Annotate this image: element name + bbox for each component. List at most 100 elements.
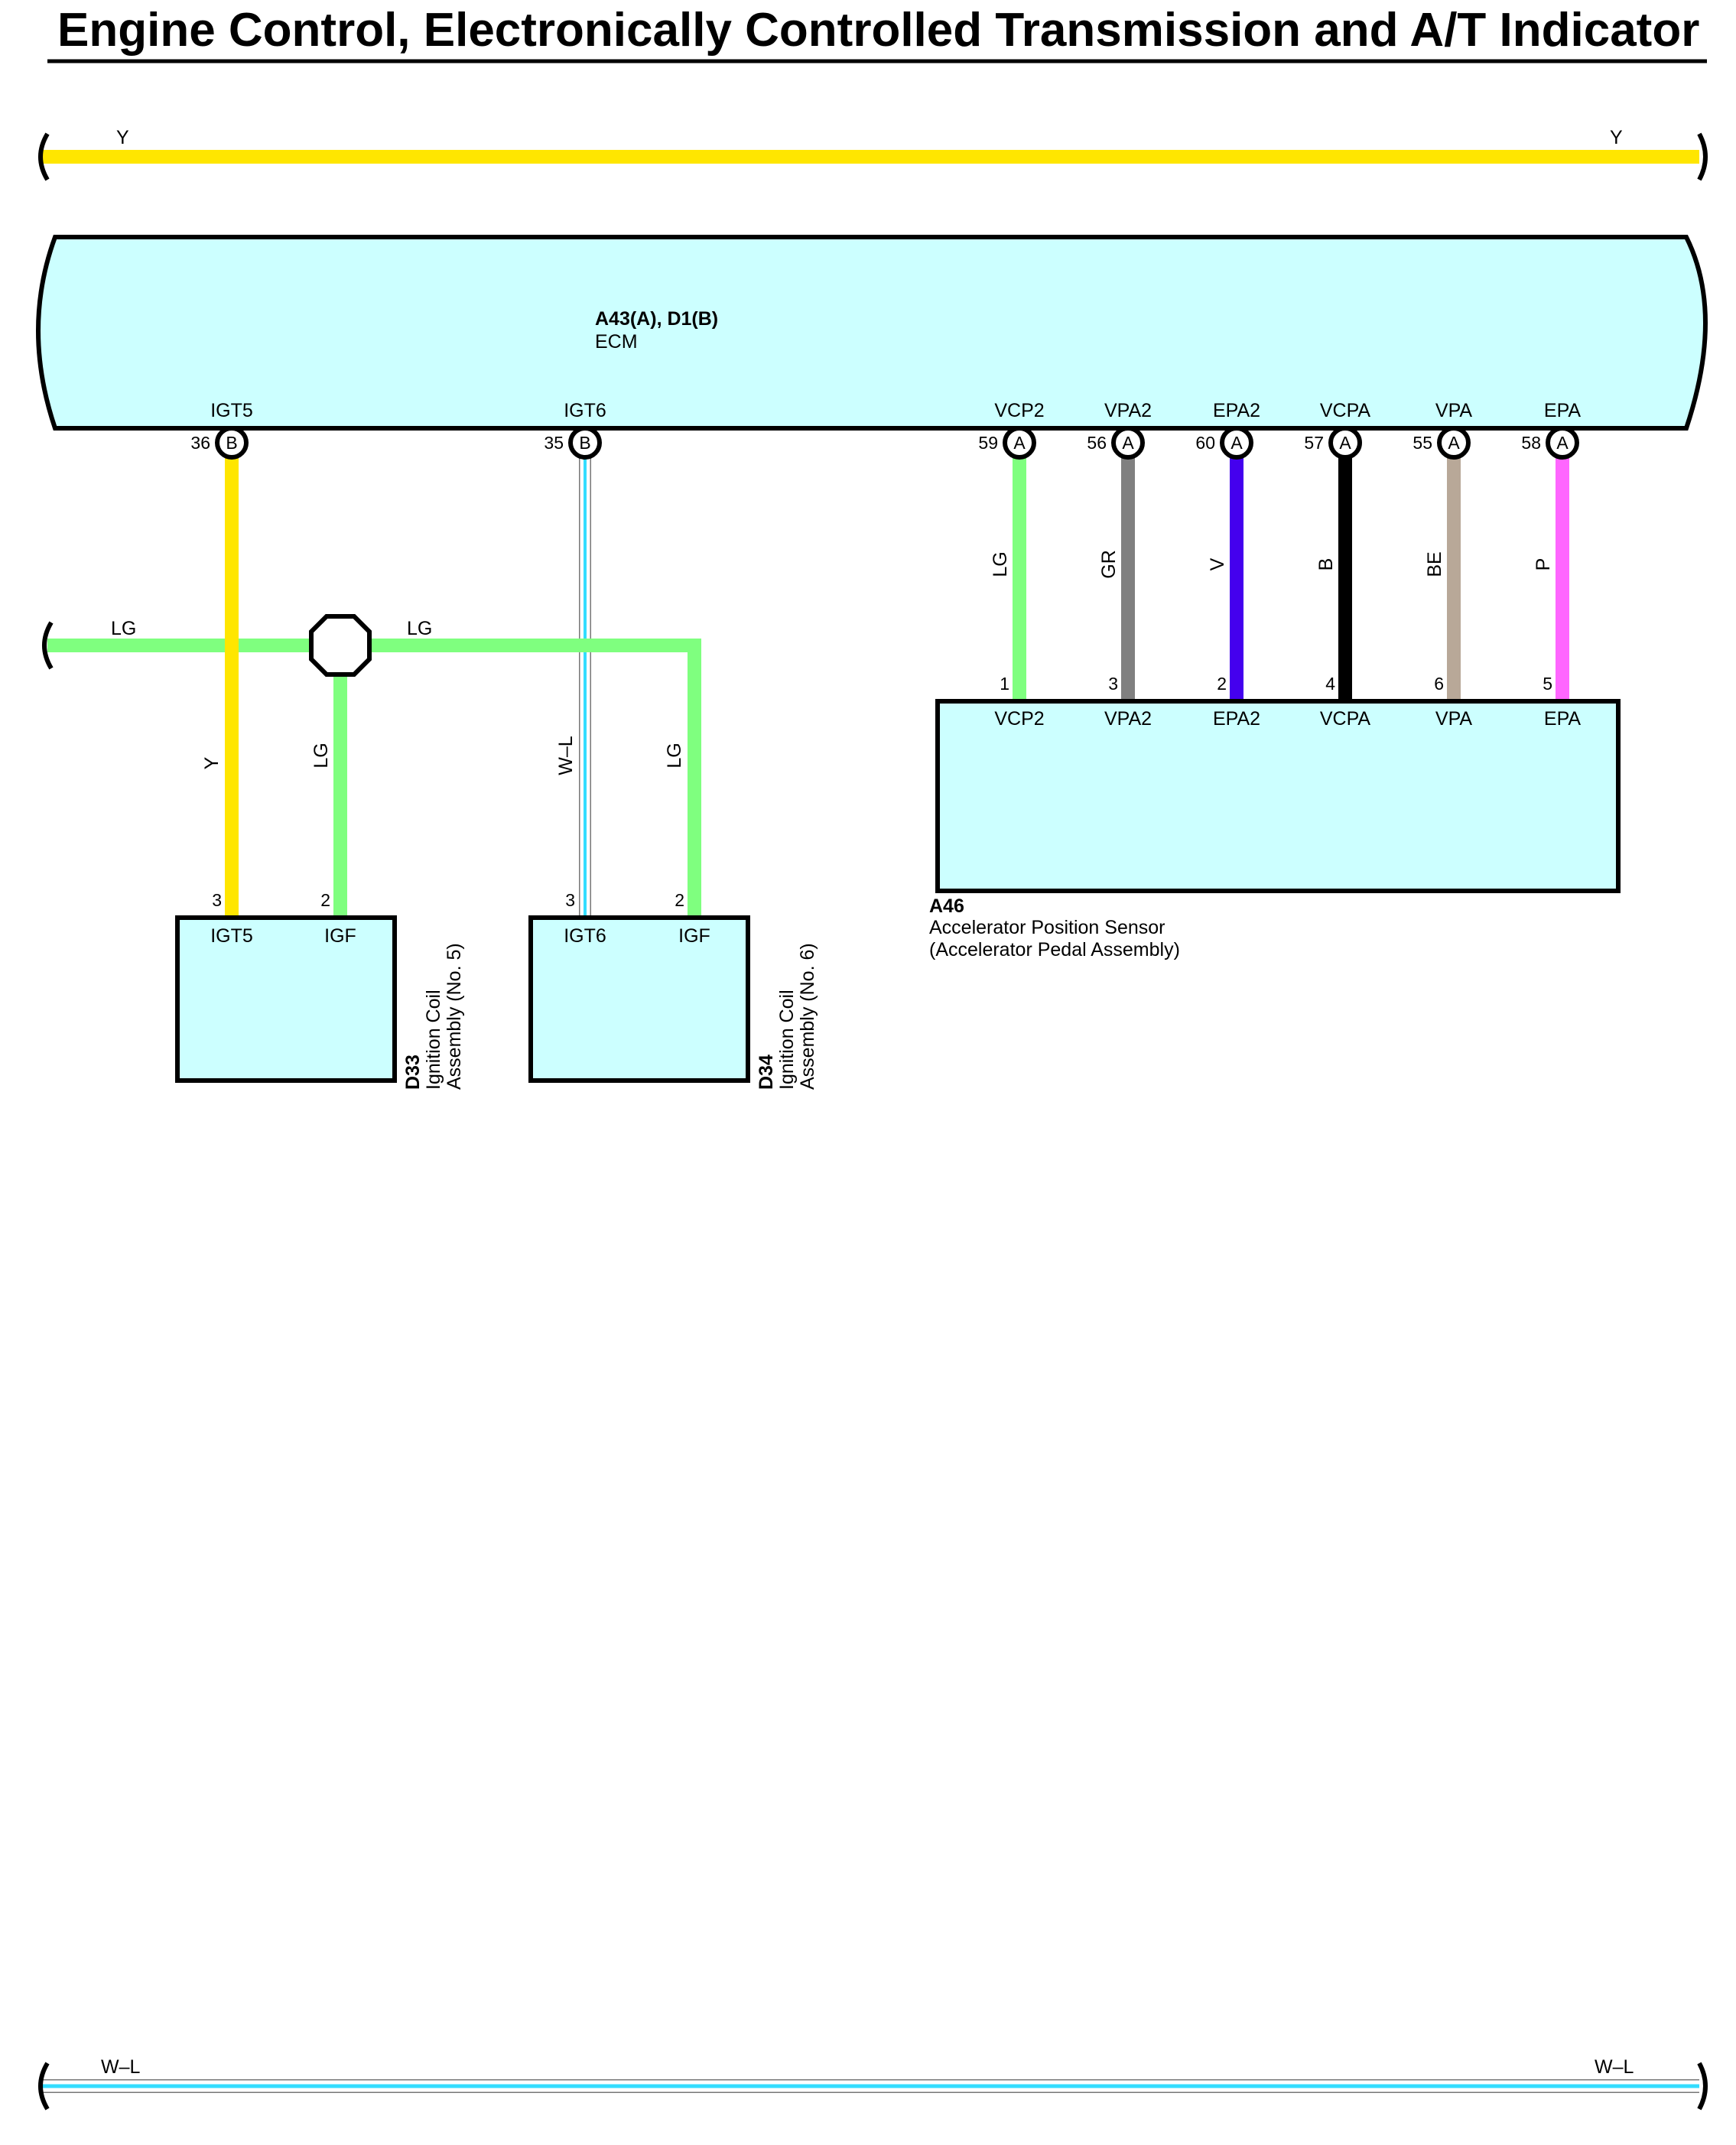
ecm-pin-label: IGT6 [564,400,606,421]
ecm-terminal: B 36 [190,426,249,460]
terminal-circle [568,426,602,460]
lg-bus-break-left [42,621,54,670]
wire-label: V [1207,557,1228,570]
ecm-terminal: A 56 [1087,426,1145,460]
bottom-wire-break-right [1697,2062,1708,2111]
wire-label: BE [1424,551,1445,577]
terminal-number: 35 [544,433,564,453]
wire-label: LG [990,551,1011,577]
d34-pin-number: 2 [675,890,684,910]
wire-label: W–L [555,736,577,775]
wire-label: P [1533,558,1554,571]
terminal-connector: A [1339,433,1351,453]
ecm-name: ECM [595,331,638,353]
top-wire-label-right: Y [1610,127,1623,148]
a46-name-line2: (Accelerator Pedal Assembly) [929,939,1180,960]
ecm-code: A43(A), D1(B) [595,308,718,330]
terminal-connector: A [1556,433,1569,453]
ecm-terminal: A 57 [1304,426,1362,460]
d33-box [175,915,397,1083]
d33-pin-label: IGF [324,925,356,947]
splice-point [309,614,372,677]
d34-box [528,915,750,1083]
ecm-pin-label: EPA2 [1213,400,1260,421]
d34-pin-label: IGF [678,925,710,947]
top-y-wire: Y Y [38,127,1708,181]
ecm-pin-label: IGT5 [210,400,253,421]
d34-pin-label: IGT6 [564,925,606,947]
wire-label: LG [664,743,685,768]
bottom-wire-label-left: W–L [101,2056,141,2078]
ecm-pin-terminals: B 36 B 35 A 59 A 56 A 60 A 57 [190,426,1579,460]
wire-label: LG [310,743,332,768]
d33-ignition-coil: 3 2 IGT5 IGF D33 Ignition Coil Assembly … [175,890,465,1090]
terminal-circle [1437,426,1471,460]
d34-name-line2: Assembly (No. 6) [797,943,818,1090]
ecm-terminal: A 55 [1413,426,1471,460]
terminal-connector: A [1448,433,1460,453]
terminal-circle [1546,426,1579,460]
bottom-wl-wire: W–L W–L [38,2056,1708,2111]
wire-color-labels: Y LG W–L LG LG GR V B BE P [201,550,1554,775]
d34-pin-number: 3 [565,890,575,910]
ecm-pin-labels: IGT5 IGT6 VCP2 VPA2 EPA2 VCPA VPA EPA [210,400,1581,421]
ecm-terminal: B 35 [544,426,602,460]
top-wire-break-left [38,132,50,181]
terminal-connector: A [1230,433,1243,453]
lg-bus-label-left: LG [111,618,136,639]
d34-ignition-coil: 3 2 IGT6 IGF D34 Ignition Coil Assembly … [528,890,818,1090]
d33-pin-number: 3 [212,890,222,910]
top-wire-label-left: Y [116,127,129,148]
wire-label: B [1315,558,1337,571]
top-wire-break-right [1697,132,1708,181]
terminal-number: 57 [1304,433,1324,453]
a46-sensor: 1 3 2 4 6 5 VCP2 VPA2 EPA2 VCPA VPA EPA … [929,674,1621,960]
terminal-connector: B [579,433,590,453]
terminal-circle [1220,426,1253,460]
terminal-connector: B [226,433,237,453]
wire-label: GR [1098,550,1120,579]
page-title: Engine Control, Electronically Controlle… [57,4,1699,57]
terminal-circle [215,426,249,460]
d34-name-line1: Ignition Coil [776,990,798,1090]
a46-pin-label: EPA [1544,708,1581,730]
ecm-block: A43(A), D1(B) ECM [36,235,1708,431]
ecm-terminal: A 58 [1521,426,1579,460]
a46-pin-label: EPA2 [1213,708,1260,730]
ecm-terminal: A 60 [1195,426,1253,460]
a46-pin-number: 5 [1543,674,1552,694]
d33-name-line1: Ignition Coil [423,990,444,1090]
wire-label: Y [201,756,223,769]
terminal-number: 58 [1521,433,1541,453]
lg-bus: LG LG [42,614,701,918]
ecm-box [36,235,1708,431]
terminal-number: 36 [190,433,210,453]
bottom-wire-break-left [38,2062,50,2111]
a46-pin-label: VPA [1435,708,1472,730]
a46-pin-label: VCPA [1320,708,1371,730]
a46-pin-number: 6 [1434,674,1444,694]
lg-bus-label-right: LG [407,618,432,639]
a46-box [935,699,1621,893]
terminal-circle [1328,426,1362,460]
a46-name-line1: Accelerator Position Sensor [929,917,1165,938]
a46-pin-label: VPA2 [1104,708,1152,730]
terminal-number: 59 [978,433,998,453]
terminal-number: 55 [1413,433,1432,453]
d33-pin-number: 2 [320,890,330,910]
ecm-pin-label: VPA [1435,400,1472,421]
a46-pin-number: 1 [1000,674,1009,694]
a46-code: A46 [929,895,964,917]
terminal-number: 56 [1087,433,1107,453]
d33-code: D33 [402,1055,424,1090]
a46-pin-label: VCP2 [994,708,1044,730]
a46-pin-number: 2 [1217,674,1227,694]
ecm-terminal: A 59 [978,426,1036,460]
a46-pin-number: 3 [1108,674,1118,694]
terminal-connector: A [1013,433,1026,453]
ecm-pin-label: EPA [1544,400,1581,421]
terminal-circle [1111,426,1145,460]
ecm-pin-label: VCP2 [994,400,1044,421]
ecm-pin-label: VPA2 [1104,400,1152,421]
